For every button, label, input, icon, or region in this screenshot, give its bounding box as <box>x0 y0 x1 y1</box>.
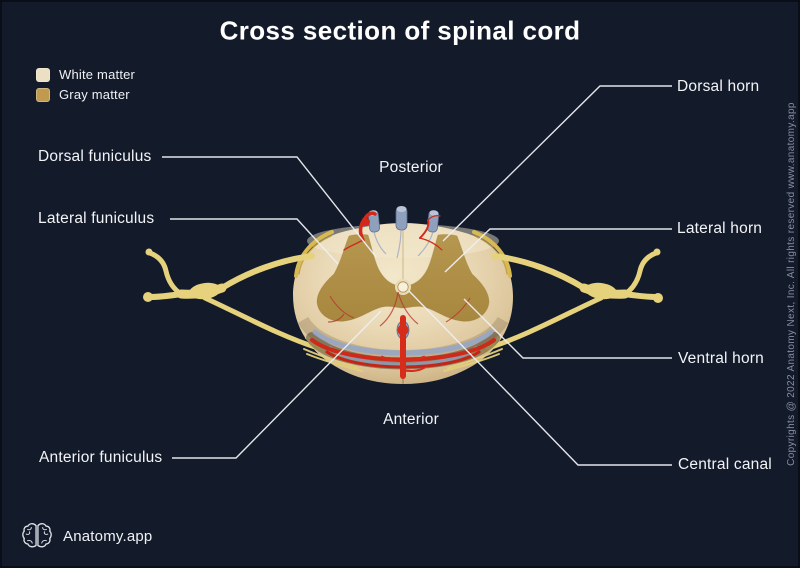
copyright-watermark: Copyrights @ 2022 Anatomy Next, Inc. All… <box>786 102 797 466</box>
leader-line-central-canal <box>408 290 672 466</box>
legend: White matter Gray matter <box>36 67 135 102</box>
central-canal-dot <box>397 281 409 293</box>
legend-item-white-matter: White matter <box>36 67 135 82</box>
label-anterior: Anterior <box>383 411 439 428</box>
label-lateral-horn: Lateral horn <box>677 220 763 237</box>
legend-label: Gray matter <box>59 87 130 102</box>
gray-matter <box>316 234 490 322</box>
gray-matter-swatch <box>36 87 50 102</box>
legend-label: White matter <box>59 67 136 82</box>
front-capillaries <box>327 291 471 327</box>
brain-logo-icon <box>22 523 52 548</box>
label-dorsal-funiculus: Dorsal funiculus <box>38 148 152 165</box>
legend-item-gray-matter: Gray matter <box>36 87 135 102</box>
leader-line-lateral-funiculus <box>170 218 339 265</box>
leader-line-ventral-horn <box>463 298 672 359</box>
leader-line-dorsal-funiculus <box>162 156 377 258</box>
label-lateral-funiculus: Lateral funiculus <box>38 210 155 227</box>
leader-lines <box>162 85 672 466</box>
brand-name: Anatomy.app <box>63 527 153 545</box>
label-dorsal-horn: Dorsal horn <box>677 78 760 95</box>
right-spinal-nerve <box>443 248 663 372</box>
page-title: Cross section of spinal cord <box>219 15 581 46</box>
label-ventral-horn: Ventral horn <box>678 350 764 367</box>
label-anterior-funiculus: Anterior funiculus <box>39 449 163 466</box>
white-matter-swatch <box>36 67 50 82</box>
posterior-vessels <box>343 206 443 259</box>
anterior-vessels <box>306 315 500 379</box>
leader-line-lateral-horn <box>444 228 672 273</box>
cord-rim-bands <box>294 230 512 278</box>
leader-line-anterior-funiculus <box>172 310 382 459</box>
footer-brand: Anatomy.app <box>20 521 152 551</box>
leader-line-dorsal-horn <box>442 85 672 242</box>
label-central-canal: Central canal <box>678 456 772 473</box>
label-posterior: Posterior <box>379 159 443 176</box>
left-spinal-nerve <box>143 248 363 372</box>
